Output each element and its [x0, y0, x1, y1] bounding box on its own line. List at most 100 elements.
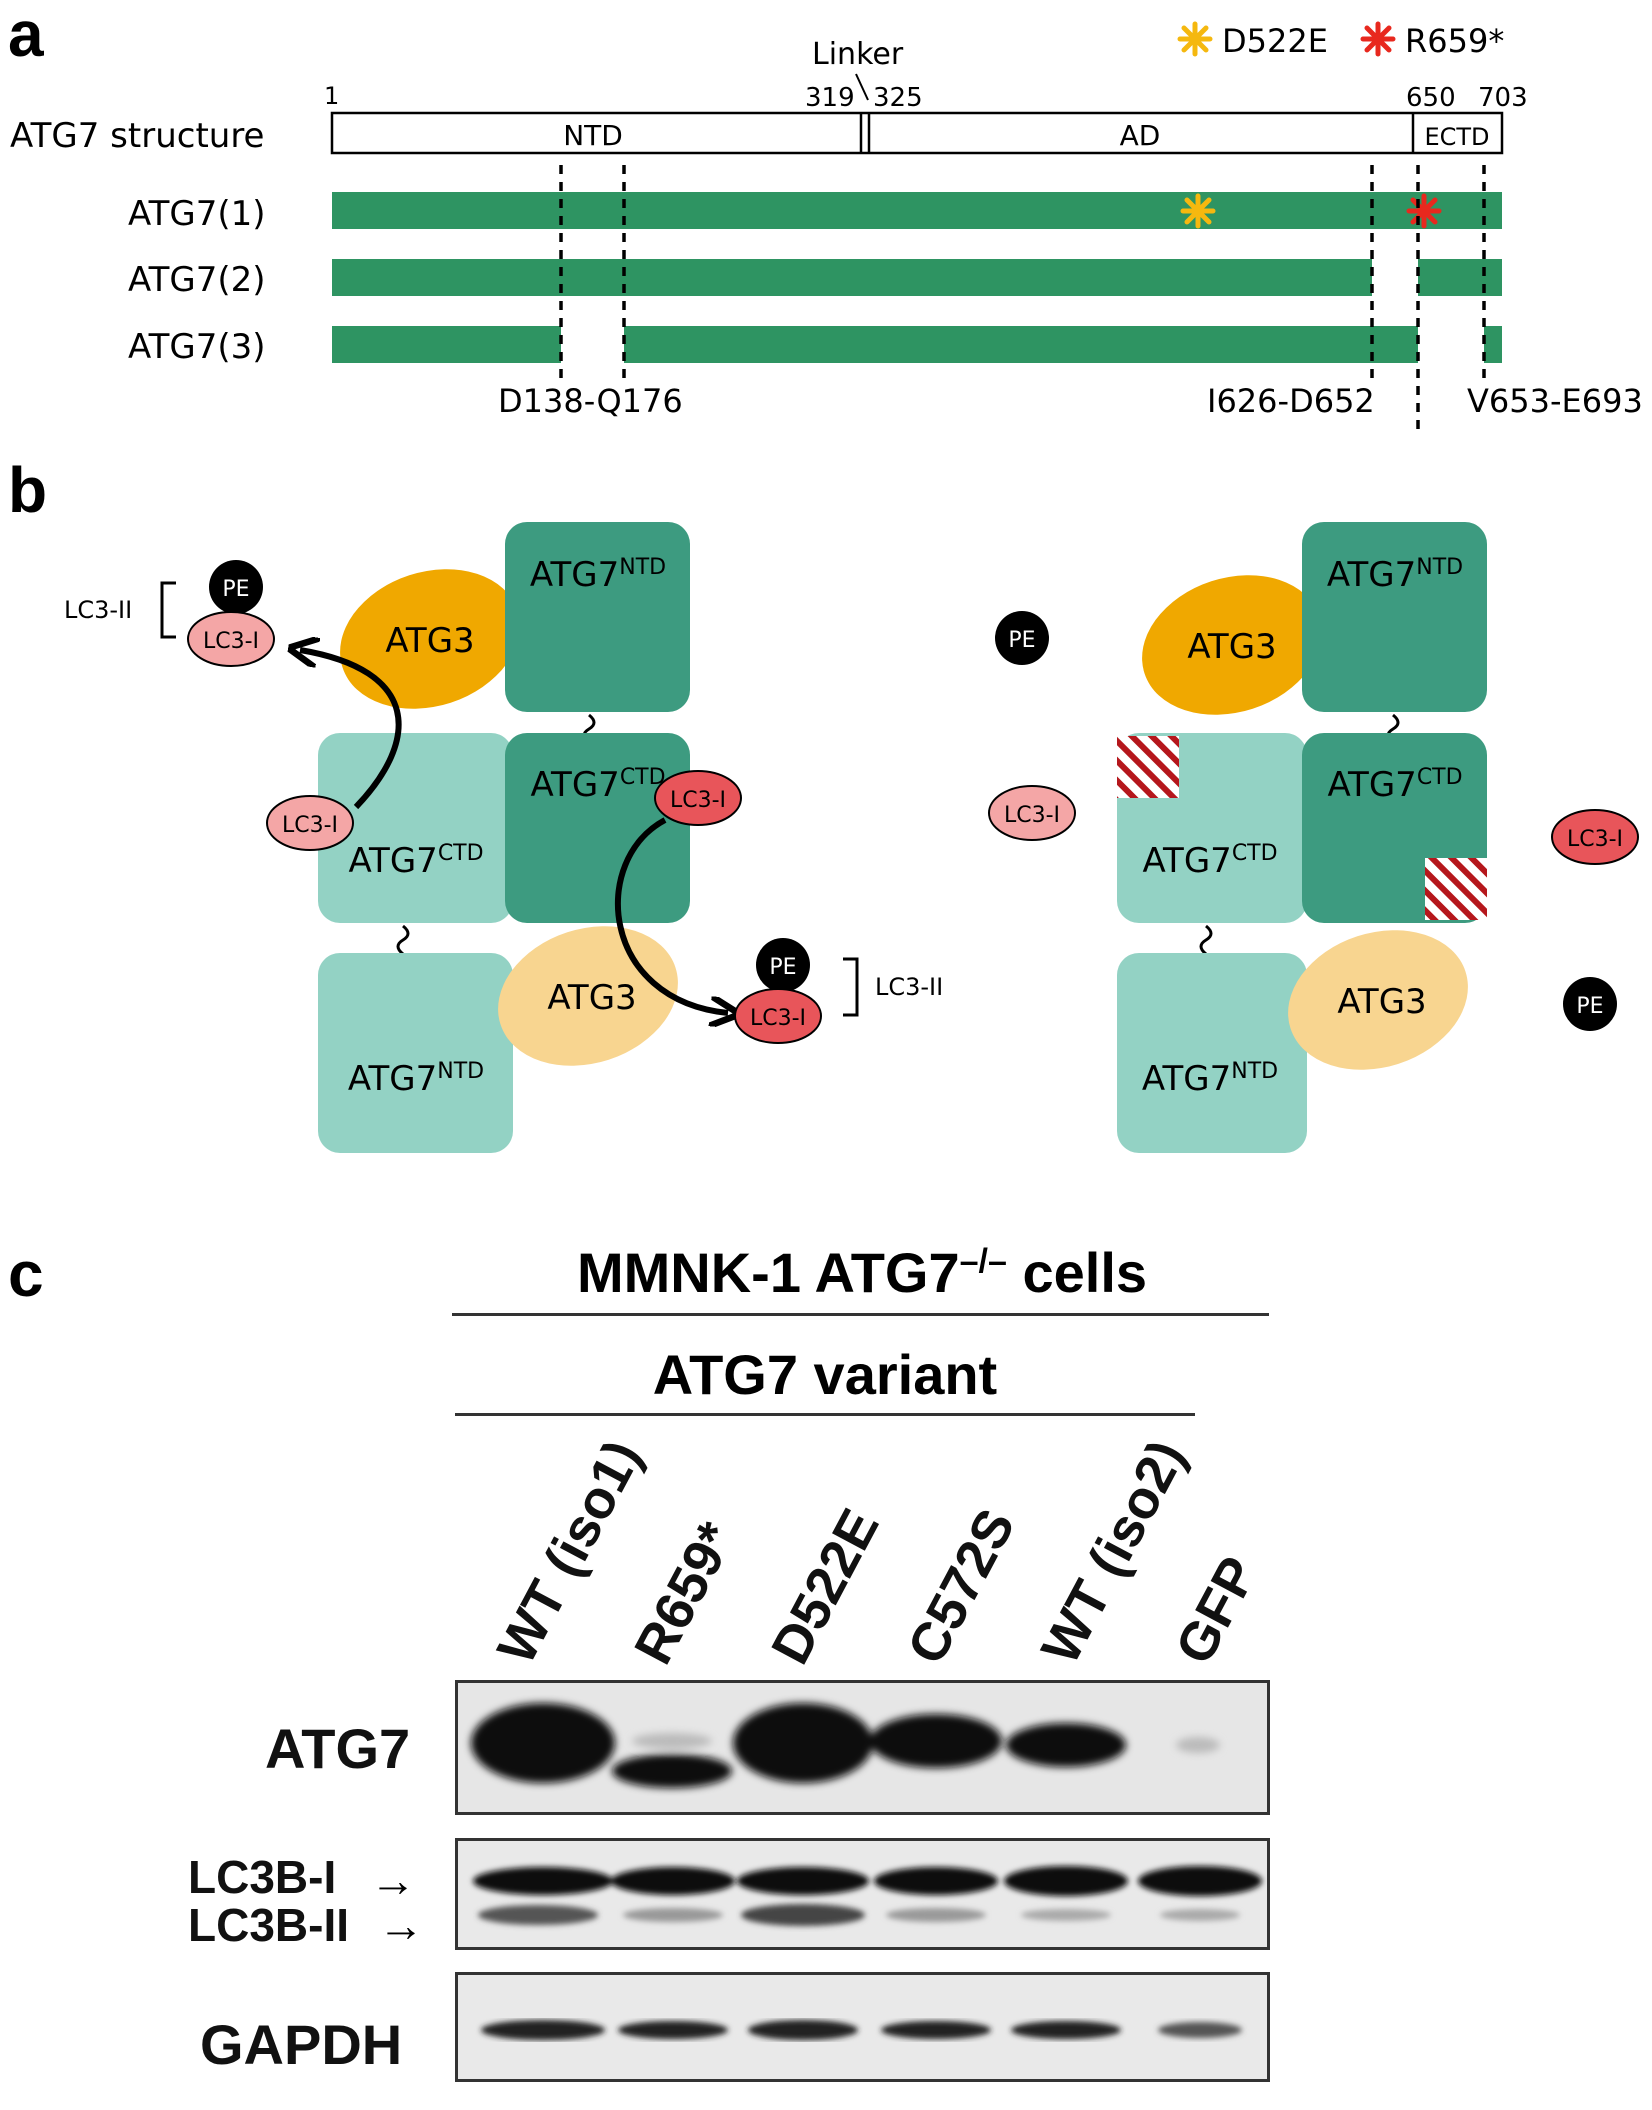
atg7-ntd-dark-top-left	[505, 522, 690, 712]
structure-label: ATG7 structure	[10, 116, 264, 156]
deletion-v653-e693: V653-E693	[1467, 382, 1643, 420]
pe-circle-bottom-left	[756, 938, 810, 992]
atg7-ctd-dark-label-left: ATG7CTD	[530, 765, 665, 805]
panel-a-label: a	[8, 0, 44, 70]
lc3i-label-bottom-conj: LC3-I	[750, 1006, 806, 1031]
subtitle-rule	[455, 1413, 1195, 1416]
pos-319: 319	[805, 83, 855, 113]
atg3-label-bottom-right: ATG3	[1337, 982, 1426, 1022]
arrow-lc3bi-icon: →	[370, 1854, 416, 1906]
lc3i-top-left	[187, 611, 275, 667]
atg3-top-left	[340, 569, 520, 709]
blot-gapdh	[455, 1972, 1270, 2082]
row-label-atg7: ATG7	[265, 1717, 411, 1780]
lc3ii-label-top: LC3-II	[64, 596, 132, 624]
lc3i-free-left	[988, 785, 1076, 841]
lc3i-label-top-left: LC3-I	[203, 629, 259, 654]
blot-gapdh-bands	[481, 2020, 1242, 2040]
pe-circle-top-left	[209, 560, 263, 614]
transfer-arrow-1	[300, 650, 402, 810]
linker-label: Linker	[812, 37, 904, 72]
lane-label-r659: R659*	[623, 1512, 747, 1674]
atg7-ctd-label-right: ATG7CTD	[1142, 841, 1277, 881]
deletion-d138-q176: D138-Q176	[498, 382, 683, 420]
isoform-2-label: ATG7(2)	[128, 260, 266, 300]
lc3i-label-dark-left: LC3-I	[670, 788, 726, 813]
row-label-lc3bi: LC3B-I	[188, 1851, 337, 1903]
atg7-ntd-light-label-left: ATG7NTD	[348, 1059, 484, 1099]
panel-b-label: b	[8, 454, 48, 526]
domain-ad: AD	[1120, 119, 1161, 152]
legend-d522e-icon	[1177, 21, 1213, 57]
pos-1: 1	[324, 82, 339, 110]
pos-703: 703	[1478, 83, 1528, 113]
pe-label-bottom-left: PE	[769, 955, 796, 980]
arrow-lc3bii-icon: →	[378, 1899, 424, 1951]
deletion-i626-d652: I626-D652	[1207, 382, 1375, 420]
panel-c-subtitle: ATG7 variant	[652, 1343, 998, 1406]
legend-r659-icon	[1360, 21, 1396, 57]
lc3i-label-light-left: LC3-I	[282, 813, 338, 838]
linker-pointer	[855, 73, 869, 101]
atg7-ctd-dark-left	[505, 733, 690, 923]
title-rule	[452, 1313, 1269, 1316]
isoform-1-bar	[332, 192, 1502, 229]
atg3-label-bottom-left: ATG3	[547, 978, 636, 1018]
atg7-ntd-light-label-right: ATG7NTD	[1142, 1059, 1278, 1099]
d522e-marker-icon	[1180, 193, 1216, 229]
lc3i-free-right	[1551, 809, 1639, 865]
atg7-structure-diagram: D522E R659* Linker 1 319 325 650 703 ATG…	[10, 21, 1643, 435]
panel-c-label: c	[8, 1238, 44, 1310]
row-label-gapdh: GAPDH	[200, 2013, 403, 2076]
isoform-2-bar	[332, 259, 1502, 296]
atg7-ctd-dark-label-right: ATG7CTD	[1327, 765, 1462, 805]
domain-ectd: ECTD	[1424, 123, 1489, 151]
atg7-ctd-light-left	[318, 733, 513, 923]
isoform-3-label: ATG7(3)	[128, 327, 266, 367]
lc3i-label-free-left: LC3-I	[1004, 803, 1060, 828]
panel-c-title: MMNK-1 ATG7–/– cells	[576, 1241, 1148, 1304]
lane-label-d522e: D522E	[760, 1499, 891, 1674]
atg3-label-top-right: ATG3	[1187, 627, 1276, 667]
blot-atg7	[455, 1680, 1270, 1815]
lc3i-dark-left	[654, 770, 742, 826]
lc3ii-label-bottom: LC3-II	[875, 973, 943, 1001]
atg7-ntd-light-bottom-right	[1117, 953, 1307, 1153]
atg3-bottom-right	[1288, 930, 1468, 1070]
atg7-ntd-dark-top-right	[1302, 522, 1487, 712]
atg7-dimer-diagram: LC3-II PE LC3-I ATG3 ATG7NTD ATG7CTD ATG…	[64, 522, 1639, 1153]
lc3i-bottom-conj	[734, 988, 822, 1044]
pe-circle-right-bottom	[1563, 977, 1617, 1031]
lc3i-light-left	[266, 795, 354, 851]
pos-325: 325	[873, 83, 923, 113]
pe-label-top-left: PE	[222, 577, 249, 602]
deletion-boundaries	[559, 165, 1486, 435]
atg3-label-top-left: ATG3	[385, 621, 474, 661]
legend-r659-label: R659*	[1405, 22, 1504, 60]
lane-label-c572s: C572S	[896, 1499, 1027, 1674]
pe-label-right-bottom: PE	[1576, 994, 1603, 1019]
pe-circle-right-top	[995, 611, 1049, 665]
atg3-top-right	[1142, 575, 1322, 715]
isoform-3-bar	[332, 326, 1502, 363]
atg7-ntd-label-tl: ATG7NTD	[530, 555, 666, 595]
structure-box	[330, 111, 1504, 155]
atg7-ctd-label-left: ATG7CTD	[348, 841, 483, 881]
lc3ii-bracket-bottom	[843, 957, 859, 1017]
linker-wave-2	[396, 924, 410, 956]
blot-atg7-bands	[471, 1703, 1220, 1788]
linker-wave-4	[1199, 924, 1213, 956]
pos-650: 650	[1406, 83, 1456, 113]
r659-marker-icon	[1406, 193, 1442, 229]
atg7-ntd-light-bottom-left	[318, 953, 513, 1153]
pe-label-right-top: PE	[1008, 628, 1035, 653]
atg7-ntd-label-tr: ATG7NTD	[1327, 555, 1463, 595]
row-label-lc3bii: LC3B-II	[188, 1899, 349, 1951]
legend-d522e-label: D522E	[1222, 22, 1328, 60]
transfer-arrow-2	[614, 817, 728, 1013]
lc3ii-bracket-top	[160, 581, 176, 639]
blot-lc3b-bands	[473, 1866, 1262, 1926]
hatched-region-left	[1117, 736, 1179, 798]
lc3i-label-free-right: LC3-I	[1567, 827, 1623, 852]
isoform-1-label: ATG7(1)	[128, 194, 266, 234]
